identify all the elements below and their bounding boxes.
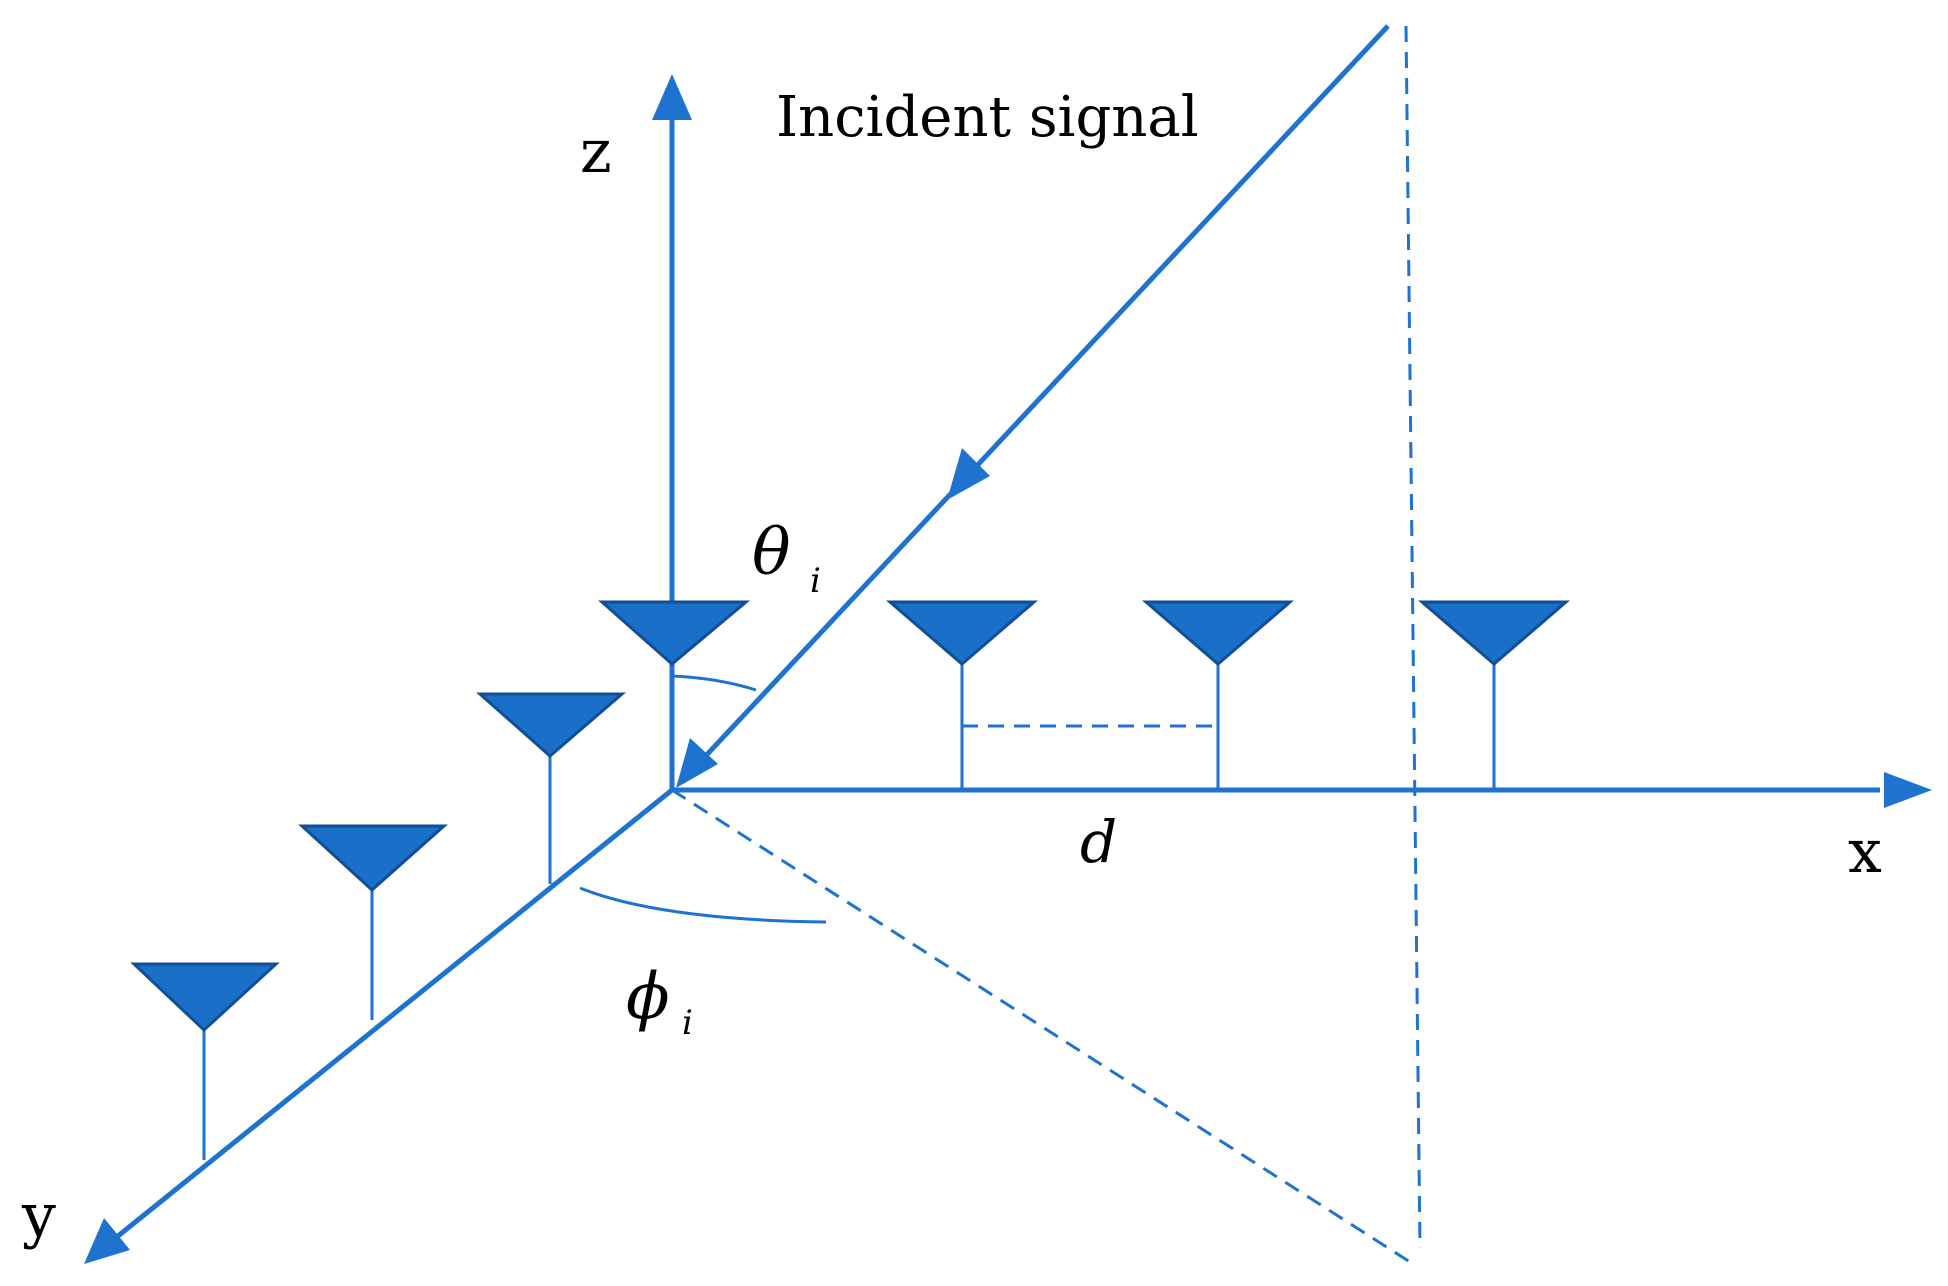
phi-label: ϕ bbox=[626, 960, 670, 1034]
antenna-y3 bbox=[130, 962, 280, 1160]
antenna-icon bbox=[598, 600, 751, 666]
antenna-icon bbox=[476, 692, 627, 758]
antenna-x1 bbox=[885, 600, 1039, 790]
projection-lines bbox=[671, 25, 1422, 1264]
y-axis-antennas bbox=[130, 692, 627, 1160]
antenna-x3 bbox=[1417, 600, 1571, 790]
antenna-origin bbox=[598, 600, 751, 666]
z-axis-arrowhead bbox=[652, 74, 692, 120]
phi-arc bbox=[579, 886, 827, 924]
y-axis-arrowhead bbox=[84, 1218, 130, 1264]
antenna-icon bbox=[1141, 600, 1295, 666]
theta-arc bbox=[671, 674, 757, 692]
antenna-y2 bbox=[298, 824, 448, 1020]
vertical-projection-dashed bbox=[1404, 25, 1422, 1249]
ground-projection-dashed bbox=[671, 788, 1411, 1264]
antenna-icon bbox=[1417, 600, 1571, 666]
theta-subscript: i bbox=[810, 561, 821, 601]
spacing-label-d: d bbox=[1080, 808, 1117, 876]
incident-signal bbox=[676, 24, 1390, 788]
antenna-x2 bbox=[1141, 600, 1295, 790]
axes bbox=[84, 74, 1932, 1264]
antenna-icon bbox=[298, 824, 448, 893]
z-axis-label: z bbox=[580, 117, 612, 187]
x-axis-arrowhead bbox=[1884, 772, 1932, 808]
x-axis-antennas bbox=[885, 600, 1571, 790]
antenna-y1 bbox=[476, 692, 627, 884]
antenna-icon bbox=[885, 600, 1039, 666]
antenna-icon bbox=[130, 962, 280, 1033]
y-axis-line bbox=[116, 788, 674, 1238]
angle-arcs bbox=[579, 674, 827, 924]
incident-ray-end-arrowhead bbox=[676, 738, 718, 788]
incident-ray-line bbox=[698, 24, 1390, 764]
y-axis-label: y bbox=[21, 1181, 56, 1251]
phi-subscript: i bbox=[682, 1003, 693, 1043]
incident-signal-label: Incident signal bbox=[776, 85, 1199, 150]
theta-label: θ bbox=[752, 516, 791, 590]
incident-ray-mid-arrowhead bbox=[947, 448, 990, 500]
x-axis-label: x bbox=[1848, 817, 1882, 887]
